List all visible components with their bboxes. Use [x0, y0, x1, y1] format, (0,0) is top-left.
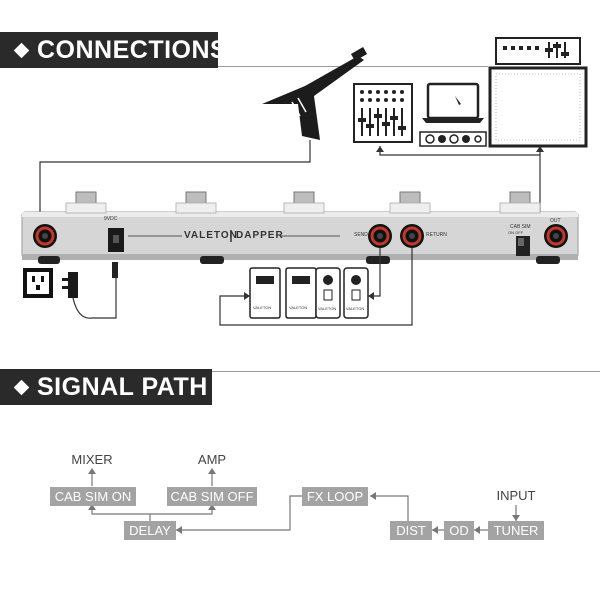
send-label: SEND — [354, 232, 368, 238]
connections-title: CONNECTIONS — [37, 35, 228, 64]
od-block: OD — [444, 521, 474, 540]
mini-pedals — [249, 267, 369, 319]
power-outlet-icon — [23, 268, 53, 298]
connections-header: CONNECTIONS — [0, 32, 227, 68]
tuner-block: TUNER — [488, 521, 544, 540]
return-jack — [400, 224, 424, 248]
return-label: RETURN — [426, 232, 447, 238]
send-jack — [368, 224, 392, 248]
output-jack — [544, 224, 568, 248]
out-label: OUT — [550, 218, 561, 224]
signal-path-rule — [212, 371, 600, 372]
cab-sim-off-block: CAB SIM OFF — [167, 487, 257, 506]
dist-block: DIST — [390, 521, 432, 540]
fx-loop-block: FX LOOP — [302, 487, 368, 506]
input-jack — [33, 224, 57, 248]
mini-pedal-label: VALETON — [289, 305, 308, 310]
pedal-brand: VALETON — [184, 230, 238, 241]
guitar-icon — [262, 47, 368, 140]
cab-sim-on-block: CAB SIM ON — [50, 487, 136, 506]
power-adapter-icon — [62, 262, 118, 298]
signal-path-title: SIGNAL PATH — [37, 372, 208, 401]
cabsim-label: CAB SIM — [510, 224, 531, 230]
amp-icon — [488, 37, 588, 148]
amp-label: AMP — [197, 452, 227, 467]
pedal-model: DAPPER — [236, 230, 284, 241]
laptop-icon — [419, 82, 487, 147]
mini-pedal-label: VALETON — [346, 306, 365, 311]
pedal-board — [21, 191, 579, 264]
input-label: INPUT — [496, 488, 536, 503]
signal-path-header: SIGNAL PATH — [0, 369, 212, 405]
mini-pedal-label: VALETON — [253, 305, 272, 310]
power-label: 9VDC — [104, 216, 118, 222]
cabsim-options: ON OFF — [508, 230, 524, 235]
mini-pedal-label: VALETON — [318, 306, 337, 311]
mixer-icon — [353, 83, 413, 143]
delay-block: DELAY — [124, 521, 176, 540]
mixer-label: MIXER — [71, 452, 113, 467]
